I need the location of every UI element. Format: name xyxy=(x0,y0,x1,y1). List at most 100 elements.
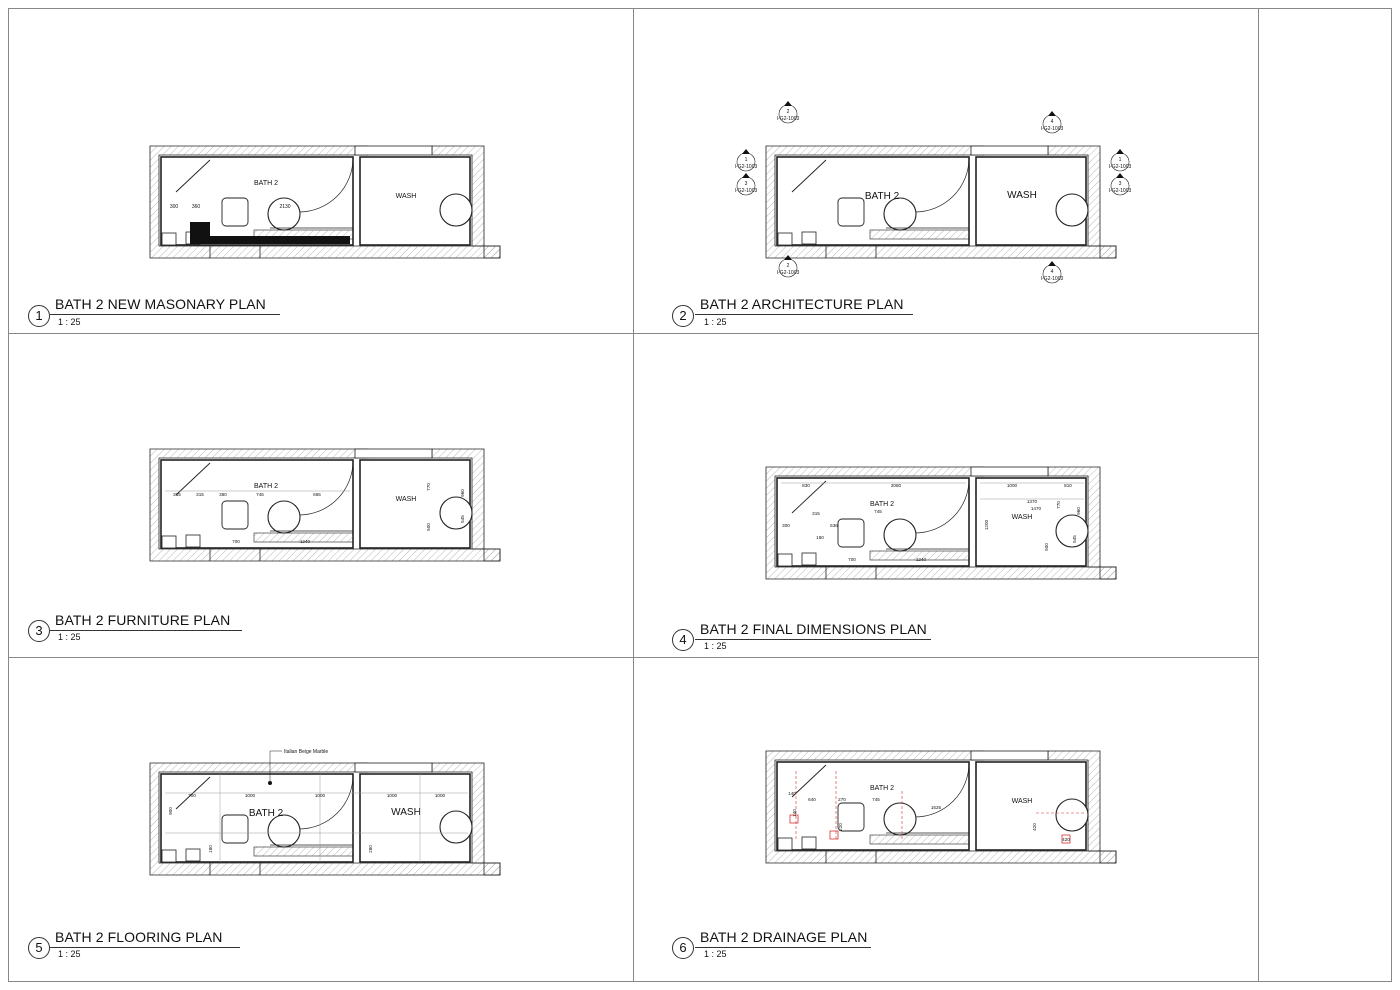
view-name-6: BATH 2 DRAINAGE PLAN xyxy=(700,929,868,945)
dimension-label: 745 xyxy=(256,492,264,497)
shaft-box xyxy=(185,534,201,548)
view-number-3: 3 xyxy=(28,620,50,642)
window-opening xyxy=(970,750,1049,761)
vanity-top xyxy=(253,846,354,857)
view-name-2: BATH 2 ARCHITECTURE PLAN xyxy=(700,296,904,312)
section-marker-number: 3 xyxy=(745,181,748,187)
section-marker-arrow xyxy=(784,101,792,106)
sheet-border xyxy=(8,8,1392,982)
wc-fixture xyxy=(837,518,865,548)
basin-bath xyxy=(883,197,917,231)
basin-bath xyxy=(267,500,301,534)
vanity-top xyxy=(253,532,354,543)
door-swing xyxy=(914,762,970,818)
room-label-bath: BATH 2 xyxy=(254,483,278,490)
section-marker-ref: I-G2-1003 xyxy=(1109,164,1132,170)
section-marker: 2I-G2-1003 xyxy=(777,255,800,278)
room-label-bath: BATH 2 xyxy=(254,180,278,187)
vanity-top xyxy=(869,550,970,561)
dimension-label: 810 xyxy=(1064,483,1072,488)
wc-fixture xyxy=(837,197,865,227)
dimension-label: 315 xyxy=(812,511,820,516)
dimension-label: 545 xyxy=(1072,535,1077,543)
basin-wash xyxy=(439,193,473,227)
title-underline xyxy=(695,947,871,948)
room-label-bath: BATH 2 xyxy=(870,785,894,792)
section-marker-number: 3 xyxy=(1119,181,1122,187)
title-underline xyxy=(50,314,280,315)
dimension-label: 1625 xyxy=(931,805,942,810)
section-marker-ref: I-G2-1003 xyxy=(1041,276,1064,282)
section-marker: 2I-G2-1003 xyxy=(777,101,799,124)
view-number-4: 4 xyxy=(672,629,694,651)
window-opening xyxy=(354,448,433,459)
wall-hatch xyxy=(431,762,501,876)
section-marker-arrow xyxy=(1116,149,1124,154)
door-swing xyxy=(914,157,970,213)
dimension-label: 280 xyxy=(368,845,373,853)
section-marker-number: 1 xyxy=(1119,157,1122,163)
section-marker-ref: I-G2-1003 xyxy=(1041,126,1064,132)
dimension-label: 360 xyxy=(192,204,201,210)
dimension-label: 315 xyxy=(173,492,181,497)
title-underline xyxy=(695,314,913,315)
vanity-top xyxy=(869,229,970,240)
room-label-wash: WASH xyxy=(1012,514,1033,521)
door-swing xyxy=(914,478,970,534)
dimension-label: 830 xyxy=(802,483,810,488)
dimension-label: 500 xyxy=(426,523,431,531)
section-marker: 4I-G2-1003 xyxy=(1041,111,1064,134)
basin-bath xyxy=(267,814,301,848)
door-swing xyxy=(298,774,354,830)
dimension-label: 700 xyxy=(848,557,856,562)
wc-fixture xyxy=(221,500,249,530)
shaft-box xyxy=(777,232,793,246)
dimension-label: 500 xyxy=(1044,543,1049,551)
dimension-label: 140 xyxy=(792,809,797,817)
dimension-label: 1000 xyxy=(315,793,326,798)
dimension-label: 360 xyxy=(219,492,227,497)
section-marker-number: 1 xyxy=(745,157,748,163)
basin-wash xyxy=(1055,514,1089,548)
section-marker-arrow xyxy=(1048,261,1056,266)
section-marker-arrow xyxy=(1116,173,1124,178)
view-number-1: 1 xyxy=(28,305,50,327)
wall-hatch xyxy=(1047,466,1117,580)
view-number-2: 2 xyxy=(672,305,694,327)
dimension-label: 160 xyxy=(816,535,824,540)
section-marker: 1I-G2-1003 xyxy=(735,149,758,172)
view-scale-2: 1 : 25 xyxy=(704,317,727,327)
view-number-5: 5 xyxy=(28,937,50,959)
view-name-1: BATH 2 NEW MASONARY PLAN xyxy=(55,296,266,312)
section-marker-ref: I-G2-1003 xyxy=(1109,188,1132,194)
vanity-top xyxy=(869,834,970,845)
view-name-3: BATH 2 FURNITURE PLAN xyxy=(55,612,231,628)
wash-room-outline xyxy=(359,773,471,863)
dimension-label: 300 xyxy=(782,523,790,528)
section-marker-arrow xyxy=(1048,111,1056,116)
glass-partition xyxy=(791,764,827,798)
section-marker-ref: I-G2-1003 xyxy=(735,164,758,170)
section-marker-number: 4 xyxy=(1051,119,1054,125)
dimension-label: 640 xyxy=(808,797,816,802)
wc-fixture xyxy=(837,802,865,832)
shaft-box xyxy=(801,836,817,850)
section-marker-ref: I-G2-1003 xyxy=(777,270,800,276)
view-scale-1: 1 : 25 xyxy=(58,317,81,327)
wall-hatch xyxy=(431,145,501,259)
title-underline xyxy=(50,630,242,631)
shaft-box xyxy=(801,552,817,566)
section-marker: 3I-G2-1003 xyxy=(735,173,757,196)
glass-partition xyxy=(791,159,827,193)
section-marker-number: 4 xyxy=(1051,269,1054,275)
dimension-label: 2080 xyxy=(891,483,902,488)
dimension-label: 745 xyxy=(874,509,882,514)
wash-room-outline xyxy=(975,761,1087,851)
dimension-label: 545 xyxy=(460,515,465,523)
dimension-label: 1000 xyxy=(1007,483,1018,488)
basin-wash xyxy=(439,496,473,530)
dimension-label: 700 xyxy=(232,539,240,544)
